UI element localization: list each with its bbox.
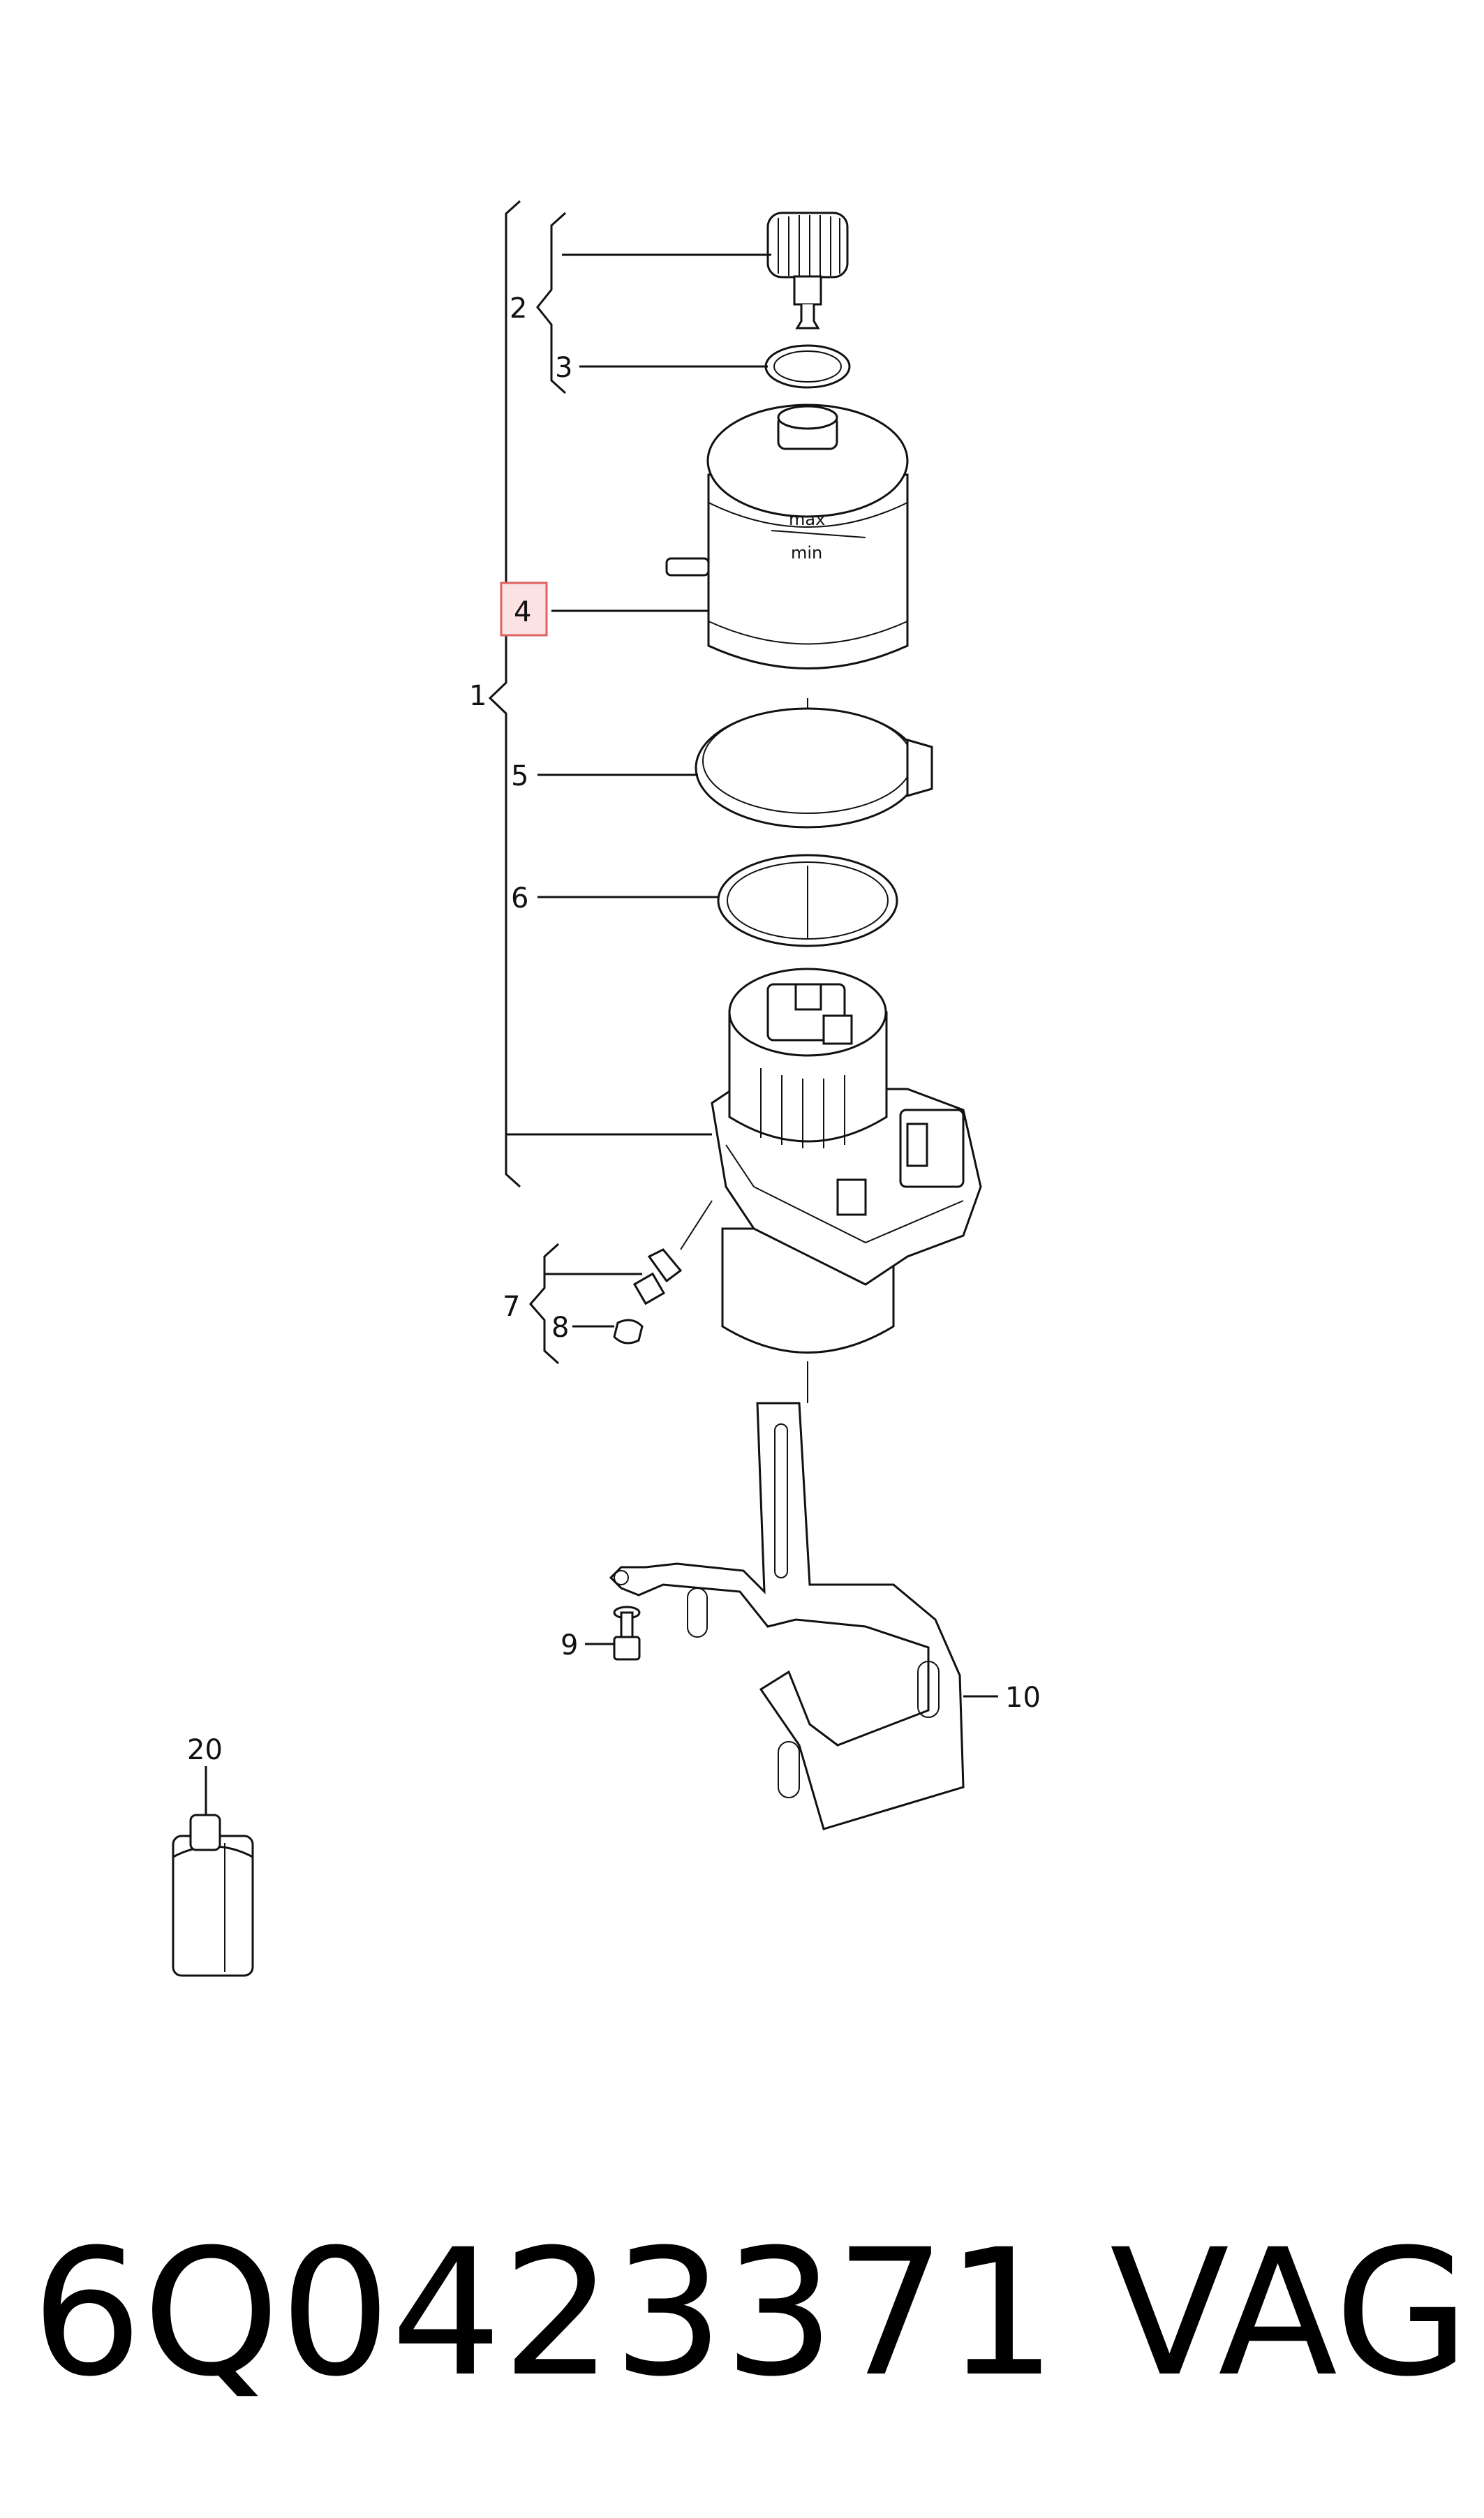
- callout-20: 20: [187, 1734, 223, 1766]
- fluid-reservoir: max min: [665, 403, 909, 669]
- brand-name: VAG: [1110, 2212, 1469, 2415]
- reservoir-min-label: min: [791, 543, 822, 563]
- brace-parts-2-3: [536, 212, 567, 394]
- callout-3: 3: [555, 352, 572, 384]
- mounting-bracket: [609, 1402, 965, 1830]
- reservoir-cap: [766, 212, 849, 329]
- bolt: [613, 1606, 641, 1661]
- leader-lines: [205, 253, 998, 1815]
- fluid-bottle: [172, 1814, 254, 1977]
- callout-8: 8: [551, 1312, 569, 1344]
- callout-6: 6: [511, 882, 528, 914]
- clamp-band: [695, 707, 933, 829]
- callout-9: 9: [561, 1629, 578, 1661]
- callout-4: 4: [514, 596, 531, 628]
- brace-assembly-1: [488, 200, 521, 1188]
- callout-1: 1: [469, 680, 487, 712]
- pump-motor-assembly: [711, 968, 982, 1354]
- o-ring-small: [764, 344, 851, 389]
- callout-2: 2: [510, 292, 527, 325]
- brace-parts-7-8: [529, 1243, 560, 1365]
- sensor-and-nut: [613, 1200, 713, 1345]
- callout-4-highlight: [500, 582, 548, 637]
- callout-10: 10: [1005, 1682, 1041, 1714]
- callout-7: 7: [503, 1291, 520, 1323]
- reservoir-max-label: max: [789, 510, 825, 529]
- part-number: 6Q0423371: [31, 2212, 1057, 2415]
- callout-5: 5: [511, 760, 528, 792]
